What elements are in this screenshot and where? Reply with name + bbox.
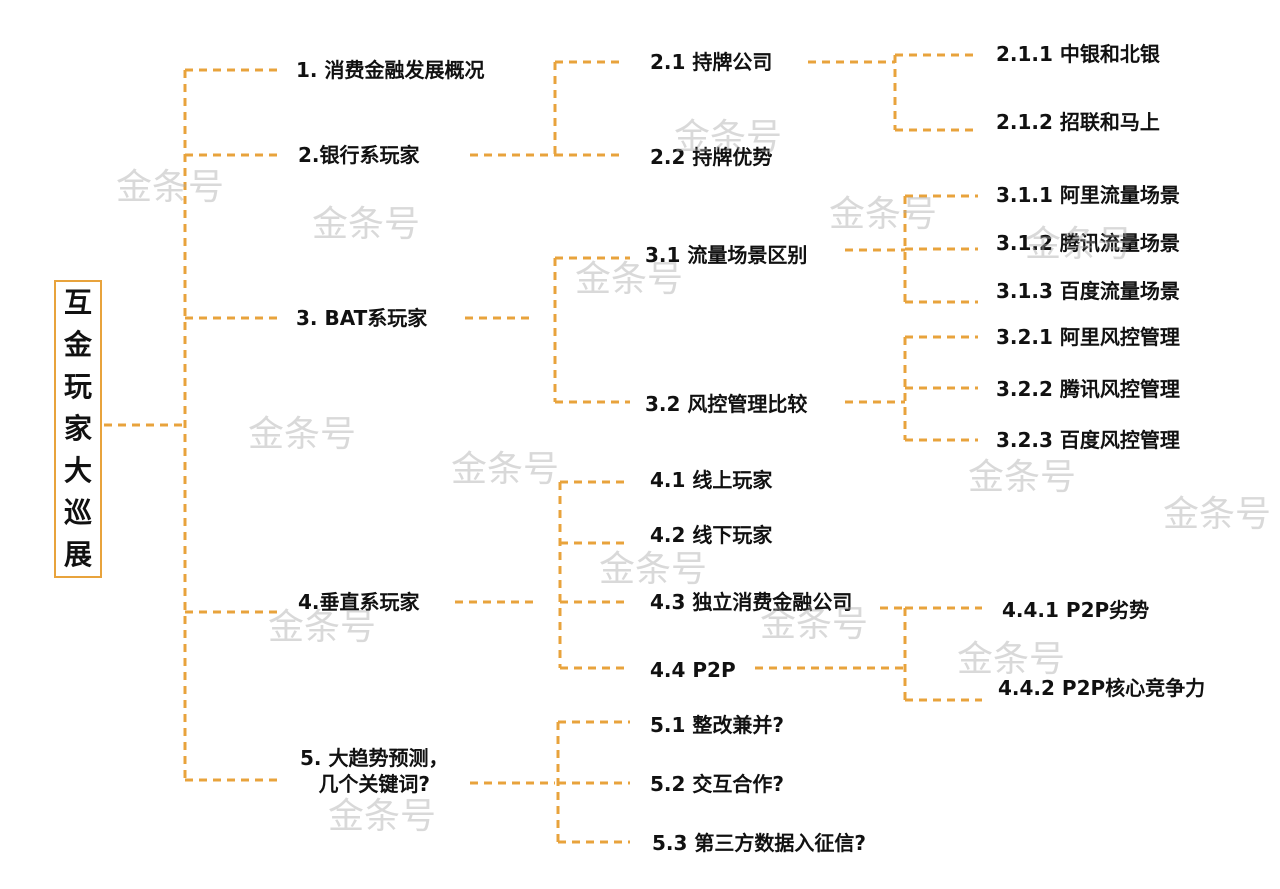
node-4-4-2: 4.4.2 P2P核心竞争力: [998, 676, 1206, 700]
node-4-2: 4.2 线下玩家: [650, 523, 773, 547]
root-node: 互金玩家大巡展: [54, 280, 102, 578]
node-4-1: 4.1 线上玩家: [650, 468, 773, 492]
node-4-4: 4.4 P2P: [650, 658, 736, 682]
node-1: 1. 消费金融发展概况: [296, 58, 485, 82]
node-3: 3. BAT系玩家: [296, 306, 428, 330]
node-5-3: 5.3 第三方数据入征信?: [652, 831, 866, 855]
node-5-1: 5.1 整改兼并?: [650, 713, 784, 737]
node-3-2-2: 3.2.2 腾讯风控管理: [996, 377, 1180, 401]
node-2-2: 2.2 持牌优势: [650, 145, 773, 169]
node-3-2-1: 3.2.1 阿里风控管理: [996, 325, 1180, 349]
node-5: 5. 大趋势预测， 几个关键词?: [300, 745, 448, 797]
node-5-line1: 5. 大趋势预测，: [300, 746, 449, 770]
node-3-1: 3.1 流量场景区别: [645, 243, 808, 267]
node-4: 4.垂直系玩家: [298, 590, 420, 614]
node-4-4-1: 4.4.1 P2P劣势: [1002, 598, 1150, 622]
root-label: 互金玩家大巡展: [64, 286, 93, 571]
node-2-1: 2.1 持牌公司: [650, 50, 773, 74]
node-4-3: 4.3 独立消费金融公司: [650, 590, 853, 614]
node-5-line2: 几个关键词?: [318, 772, 431, 796]
node-5-2: 5.2 交互合作?: [650, 772, 784, 796]
node-3-1-1: 3.1.1 阿里流量场景: [996, 183, 1180, 207]
node-2: 2.银行系玩家: [298, 143, 420, 167]
node-3-2: 3.2 风控管理比较: [645, 392, 808, 416]
node-2-1-2: 2.1.2 招联和马上: [996, 110, 1160, 134]
node-3-2-3: 3.2.3 百度风控管理: [996, 428, 1180, 452]
node-3-1-2: 3.1.2 腾讯流量场景: [996, 231, 1180, 255]
node-3-1-3: 3.1.3 百度流量场景: [996, 279, 1180, 303]
node-2-1-1: 2.1.1 中银和北银: [996, 42, 1160, 66]
